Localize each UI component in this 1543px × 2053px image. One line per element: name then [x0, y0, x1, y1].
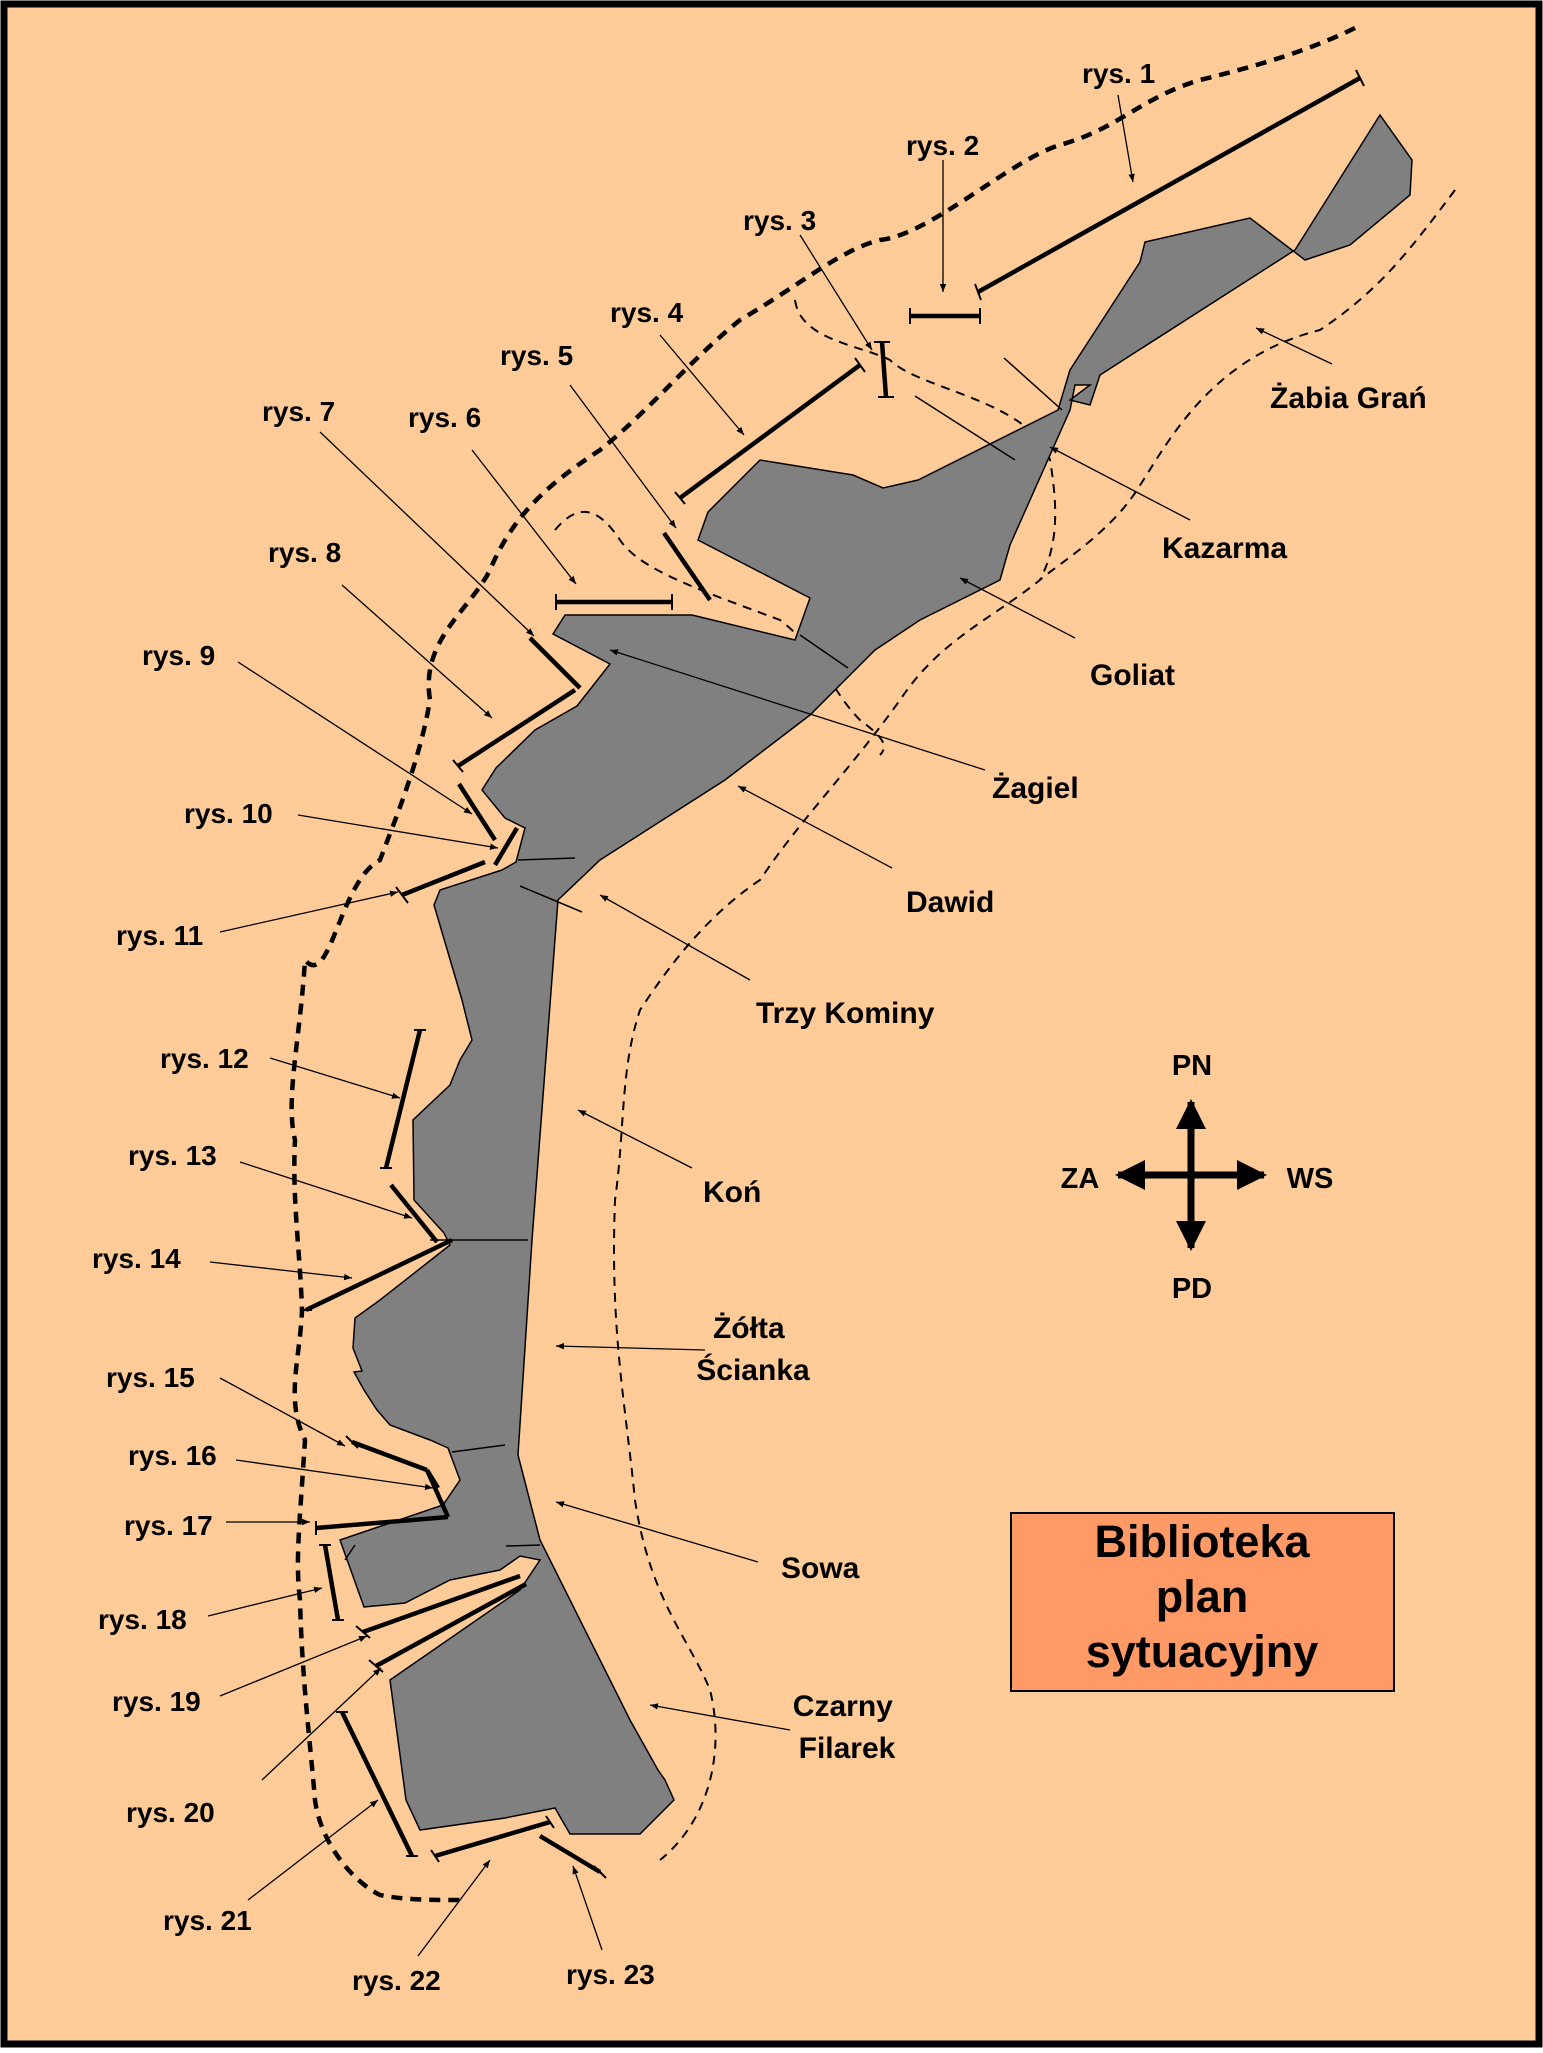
formation-label-goliat: Goliat	[1090, 659, 1175, 692]
formation-label-zagiel: Żagiel	[992, 772, 1079, 805]
compass-arrows	[1115, 1099, 1267, 1251]
figure-label-10: rys. 10	[184, 798, 273, 829]
trail-dashed-east	[613, 189, 1456, 1861]
figure-label-8: rys. 8	[268, 537, 341, 568]
formation-label-zolta-scianka-line2: Ścianka	[696, 1353, 810, 1387]
formation-boundaries	[344, 357, 1063, 1561]
figure-label-12: rys. 12	[160, 1043, 249, 1074]
figure-label-14: rys. 14	[92, 1243, 181, 1274]
figure-label-16: rys. 16	[128, 1440, 217, 1471]
figure-label-13: rys. 13	[128, 1140, 217, 1171]
figure-leaders	[207, 94, 1135, 1957]
figure-label-9: rys. 9	[142, 640, 215, 671]
figure-label-18: rys. 18	[98, 1604, 187, 1635]
figure-labels: rys. 1 rys. 2 rys. 3 rys. 4 rys. 5 rys. …	[92, 58, 1155, 1996]
rock-massif	[339, 113, 1413, 1835]
formation-label-czarny-filarek-line2: Filarek	[799, 1732, 896, 1765]
figure-label-6: rys. 6	[408, 402, 481, 433]
figure-label-23: rys. 23	[566, 1959, 655, 1990]
formation-label-sowa: Sowa	[781, 1552, 860, 1585]
figure-label-17: rys. 17	[124, 1510, 213, 1541]
compass-east-label: WS	[1287, 1163, 1334, 1195]
figure-label-15: rys. 15	[106, 1362, 195, 1393]
formation-label-zabia-gran: Żabia Grań	[1270, 382, 1427, 415]
formation-leaders	[555, 327, 1333, 1731]
title-line-2: plan	[1156, 1571, 1249, 1622]
figure-label-11: rys. 11	[116, 920, 203, 951]
formation-label-kon: Koń	[703, 1176, 761, 1209]
trail-dashed-inner-2	[554, 510, 885, 756]
title-box: Biblioteka plan sytuacyjny	[1010, 1512, 1395, 1692]
formation-label-czarny-filarek: Czarny Filarek	[793, 1690, 901, 1765]
formation-labels: Żabia Grań Kazarma Goliat Żagiel Dawid T…	[696, 382, 1426, 1765]
figure-label-19: rys. 19	[112, 1686, 201, 1717]
figure-label-2: rys. 2	[906, 130, 979, 161]
formation-label-czarny-filarek-line1: Czarny	[793, 1690, 893, 1723]
figure-label-21: rys. 21	[163, 1905, 252, 1936]
formation-label-kazarma: Kazarma	[1162, 532, 1287, 565]
trail-dashed-inner-1	[794, 299, 1057, 581]
title-line-1: Biblioteka	[1094, 1516, 1310, 1567]
figure-segments	[305, 76, 1362, 1874]
figure-label-4: rys. 4	[610, 297, 684, 328]
figure-label-20: rys. 20	[126, 1797, 215, 1828]
formation-label-zolta-scianka-line1: Żółta	[713, 1312, 785, 1345]
figure-label-1: rys. 1	[1082, 58, 1155, 89]
figure-label-3: rys. 3	[743, 205, 816, 236]
figure-label-7: rys. 7	[262, 396, 335, 427]
title-box-frame	[1010, 1512, 1395, 1692]
figure-label-22: rys. 22	[352, 1965, 441, 1996]
compass-west-label: ZA	[1061, 1163, 1100, 1195]
formation-label-zolta-scianka: Żółta Ścianka	[696, 1312, 810, 1387]
compass-rose: PN PD ZA WS	[1061, 1050, 1334, 1305]
title-line-3: sytuacyjny	[1086, 1626, 1319, 1677]
compass-south-label: PD	[1172, 1273, 1212, 1305]
formation-label-trzy-kominy: Trzy Kominy	[756, 997, 935, 1030]
compass-north-label: PN	[1172, 1050, 1212, 1082]
figure-label-5: rys. 5	[500, 340, 573, 371]
formation-label-dawid: Dawid	[906, 886, 994, 919]
